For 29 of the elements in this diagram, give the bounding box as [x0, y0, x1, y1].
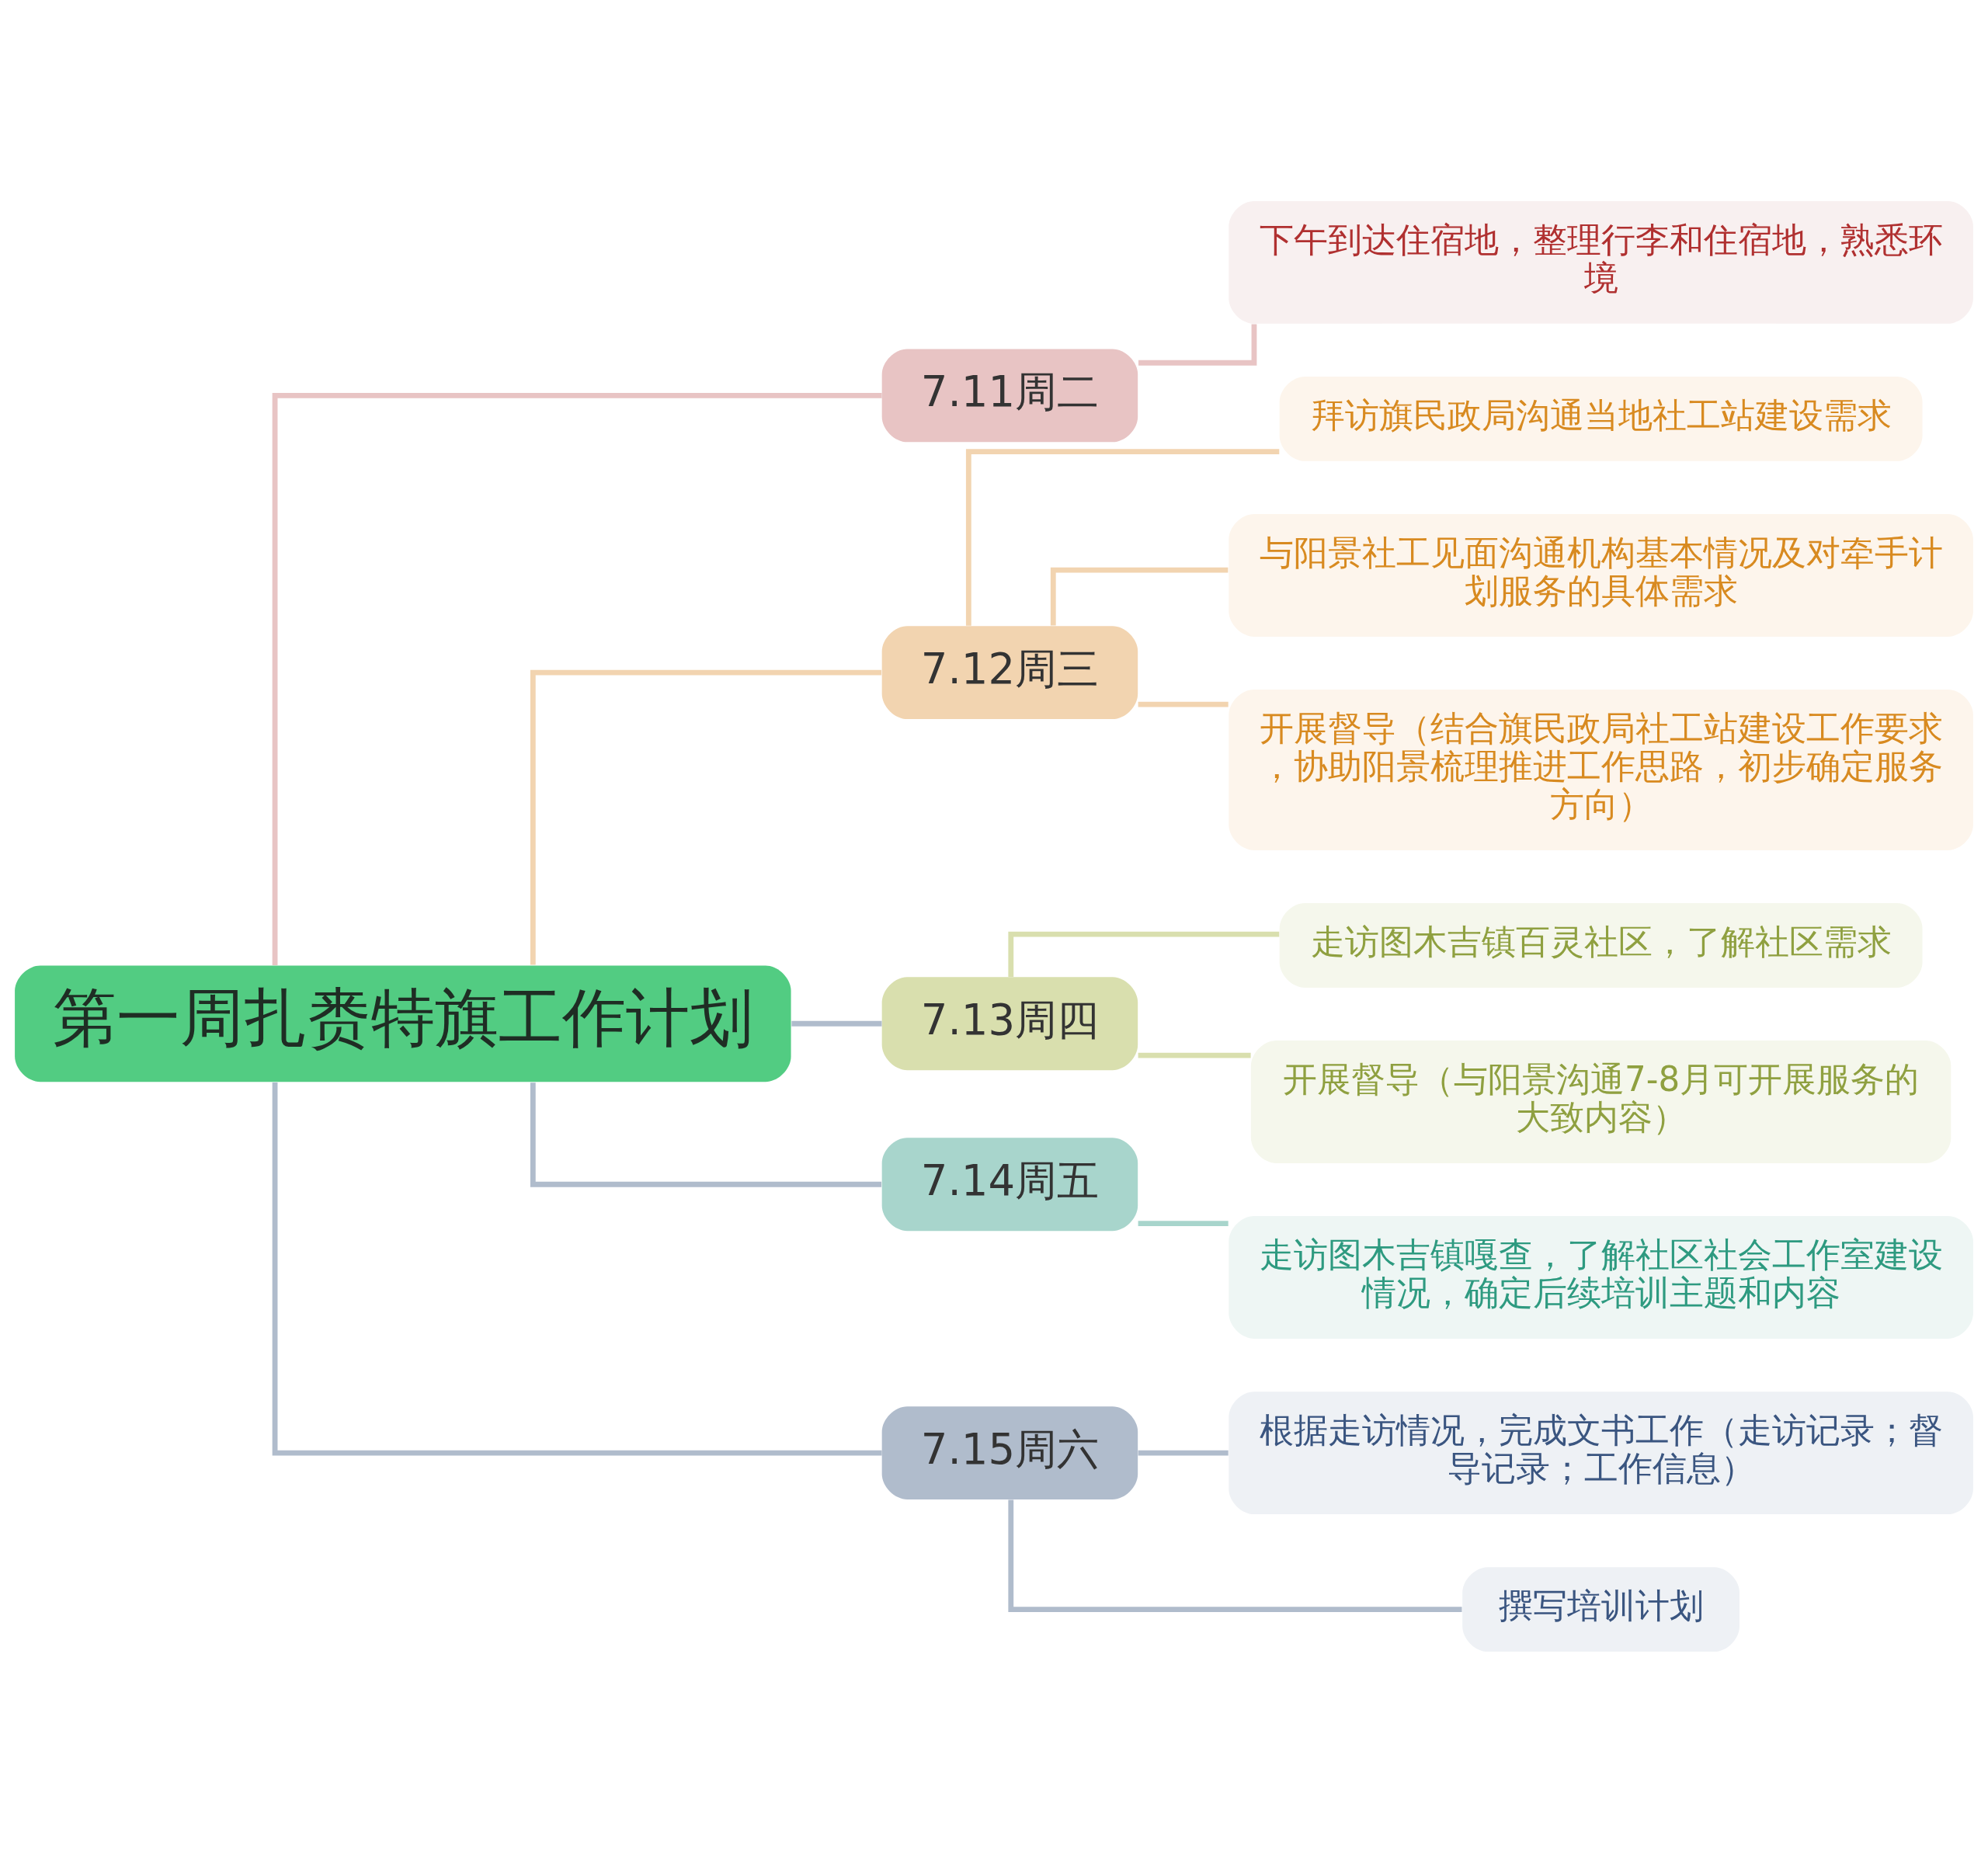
node-box: 拜访旗民政局沟通当地社工站建设需求 — [1279, 376, 1923, 461]
connector — [1008, 1499, 1462, 1612]
node-box: 根据走访情况，完成文书工作（走访记录；督导记录；工作信息） — [1229, 1391, 1973, 1514]
node-box: 第一周扎赉特旗工作计划 — [15, 964, 791, 1082]
node-box: 开展督导（与阳景沟通7-8月可开展服务的大致内容） — [1250, 1040, 1952, 1163]
connector — [1138, 324, 1257, 366]
node-box: 7.14周五 — [881, 1137, 1138, 1231]
node-box: 7.13周四 — [881, 976, 1138, 1070]
node-box: 7.11周二 — [881, 349, 1138, 442]
connector — [530, 1082, 882, 1187]
connector — [1138, 1052, 1251, 1058]
connector — [1138, 1450, 1229, 1455]
node-box: 走访图木吉镇百灵社区，了解社区需求 — [1279, 902, 1923, 988]
connector — [1138, 1220, 1229, 1226]
connector — [965, 448, 1280, 626]
connector — [272, 392, 882, 965]
connector — [1008, 931, 1280, 977]
connector — [530, 669, 882, 965]
node-box: 7.15周六 — [881, 1406, 1138, 1499]
node-box: 与阳景社工见面沟通机构基本情况及对牵手计划服务的具体需求 — [1229, 513, 1973, 637]
node-box: 走访图木吉镇嘎查，了解社区社会工作室建设情况，确定后续培训主题和内容 — [1229, 1215, 1973, 1339]
connector — [1138, 701, 1229, 707]
connector — [791, 1020, 882, 1027]
node-box: 开展督导（结合旗民政局社工站建设工作要求，协助阳景梳理推进工作思路，初步确定服务方向） — [1229, 689, 1973, 850]
connector — [1050, 567, 1229, 626]
node-box: 撰写培训计划 — [1462, 1566, 1740, 1652]
connector — [272, 1082, 882, 1455]
node-box: 下午到达住宿地，整理行李和住宿地，熟悉环境 — [1229, 200, 1973, 324]
node-box: 7.12周三 — [881, 625, 1138, 719]
